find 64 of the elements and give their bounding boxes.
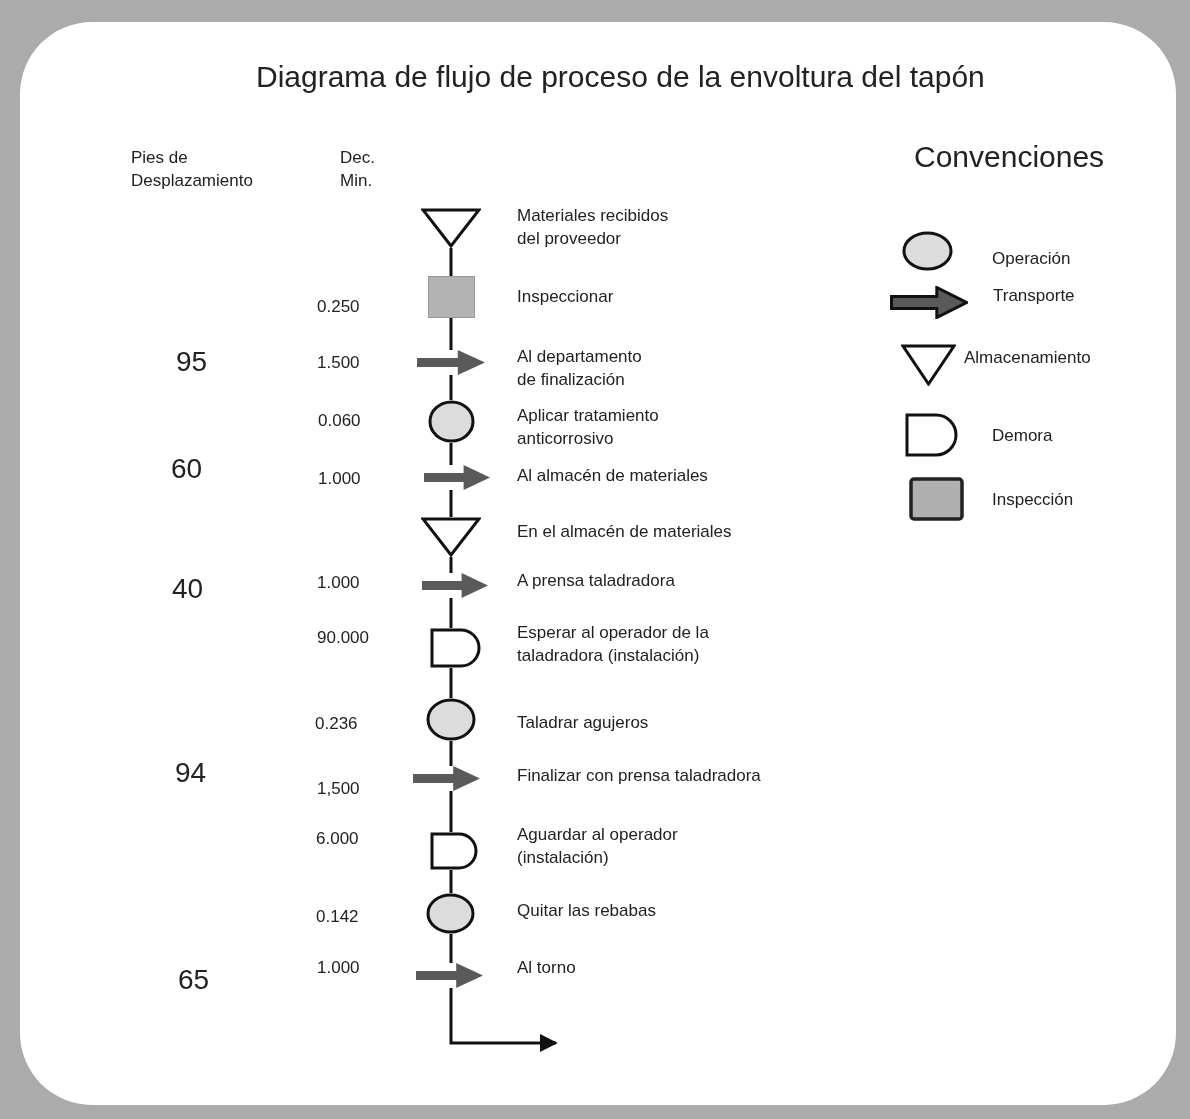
diagram-title: Diagrama de flujo de proceso de la envoltura del tapón — [256, 62, 985, 92]
step-description: Inspeccionar — [517, 286, 615, 308]
flow-line — [449, 870, 453, 893]
step-description: A prensa taladradora — [517, 570, 676, 592]
legend-label: Transporte — [993, 285, 1075, 307]
legend-heading: Convenciones — [914, 139, 1106, 175]
step-description: Finalizar con prensa taladradora — [517, 765, 762, 787]
step-description: Al almacén de materiales — [517, 465, 709, 487]
value-label: 40 — [172, 572, 205, 606]
value-label: 60 — [171, 452, 204, 486]
flow-arrow — [449, 988, 558, 1052]
value-label: 1.000 — [317, 572, 361, 594]
storage-triangle — [421, 517, 481, 557]
step-description: Quitar las rebabas — [517, 900, 657, 922]
value-label: 6.000 — [316, 828, 360, 850]
step-description: Esperar al operador de la taladradora (instalación) — [517, 622, 710, 667]
value-label: 65 — [178, 963, 211, 997]
delay-symbol — [430, 832, 478, 870]
flow-line — [449, 318, 453, 350]
step-description: Aplicar tratamiento anticorrosivo — [517, 405, 660, 450]
flow-line — [449, 668, 453, 698]
operation-ellipse — [428, 400, 475, 443]
delay-symbol — [430, 628, 481, 668]
flow-line — [449, 443, 453, 465]
inspection-square — [428, 276, 475, 318]
value-label: 95 — [176, 345, 209, 379]
value-label: 94 — [175, 756, 208, 790]
legend-label: Almacenamiento — [964, 347, 1091, 369]
legend-label: Operación — [992, 248, 1071, 270]
flow-line — [449, 598, 453, 628]
step-description: Materiales recibidos del proveedor — [517, 205, 670, 250]
value-label: 0.060 — [318, 410, 362, 432]
value-label: 1.000 — [317, 957, 361, 979]
column-header: Dec. Min. — [340, 147, 376, 192]
legend-label: Demora — [992, 425, 1053, 447]
step-description: Al torno — [517, 957, 577, 979]
legend-label: Inspección — [992, 489, 1074, 511]
operation-ellipse — [426, 698, 476, 741]
transport-symbol — [413, 766, 480, 791]
operation-ellipse — [426, 893, 475, 934]
flow-line — [449, 557, 453, 573]
step-description: Aguardar al operador (instalación) — [517, 824, 679, 869]
step-description: En el almacén de materiales — [517, 521, 733, 543]
value-label: 1.500 — [317, 352, 361, 374]
value-label: 1.000 — [318, 468, 362, 490]
flow-line — [449, 490, 453, 517]
flow-line — [449, 375, 453, 400]
value-label: 90.000 — [317, 627, 370, 649]
value-label: 0.236 — [315, 713, 359, 735]
transport-symbol — [422, 573, 488, 598]
column-header: Pies de Desplazamiento — [131, 147, 254, 192]
flow-line — [449, 791, 453, 832]
flow-line — [449, 934, 453, 963]
step-description: Taladrar agujeros — [517, 712, 650, 734]
flow-line — [449, 741, 453, 766]
transport-symbol — [417, 350, 485, 375]
value-label: 1,500 — [317, 778, 361, 800]
transport-symbol — [416, 963, 483, 988]
step-description: Al departamento de finalización — [517, 346, 643, 391]
transport-symbol — [424, 465, 490, 490]
flow-line — [449, 248, 453, 276]
value-label: 0.250 — [317, 296, 361, 318]
value-label: 0.142 — [316, 906, 360, 928]
storage-triangle — [421, 208, 481, 248]
